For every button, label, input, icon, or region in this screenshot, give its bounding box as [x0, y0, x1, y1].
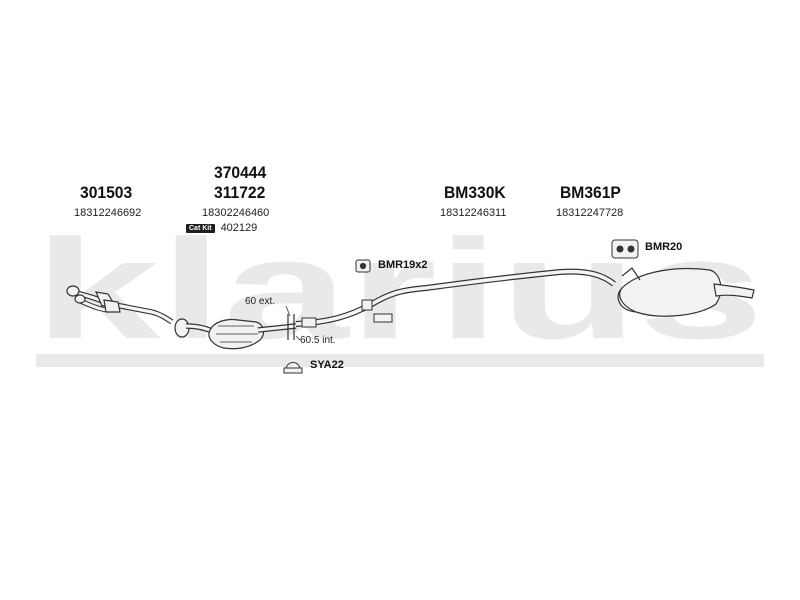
- part-code-370444: 370444: [214, 163, 267, 182]
- rear-silencer-end: [617, 287, 637, 313]
- bmr20-rubber: [611, 239, 639, 259]
- front-pipe-joint-2: [103, 299, 121, 313]
- oem-number-301503: 18312246692: [74, 207, 142, 219]
- part-code-bm330k: BM330K: [444, 183, 506, 202]
- rear-silencer-box: [619, 268, 722, 317]
- part-code-bm361p: BM361P: [560, 183, 621, 202]
- oem-number-bm330k: 18312246311: [440, 207, 507, 219]
- cat-kit-badge: Cat Kit: [186, 223, 215, 233]
- hanger-bracket-1: [361, 299, 373, 311]
- int-leader: [295, 335, 301, 341]
- bmr20-hole-1: [616, 245, 624, 253]
- front-pipe: [66, 285, 174, 325]
- part-code-301503: 301503: [80, 183, 133, 202]
- part-code-311722: 311722: [214, 183, 266, 202]
- note-int: 60.5 int.: [300, 335, 336, 346]
- cat-kit-row: Cat Kit 402129: [186, 222, 257, 234]
- rear-silencer-tail: [713, 283, 755, 299]
- bmr20-hole-2: [627, 245, 635, 253]
- bmr20-icon: [611, 239, 639, 259]
- oem-number-311722: 18302246460: [202, 207, 270, 219]
- oem-number-bm361p: 18312247728: [556, 207, 624, 219]
- watermark-underline: [36, 354, 764, 367]
- rear-hanger: [621, 267, 641, 281]
- sya22-icon: [283, 362, 303, 374]
- catalyst-outlet-inner: [257, 324, 297, 332]
- catalyst-heatshield: [216, 325, 258, 343]
- bmr19-hole: [359, 262, 367, 270]
- rear-silencer: [617, 267, 755, 317]
- hanger-bracket-2: [373, 313, 393, 323]
- centre-pipe-tube-inner: [295, 269, 616, 326]
- bmr19-icon: [355, 259, 371, 273]
- centre-pipe-sleeve: [301, 317, 317, 328]
- catalyst: [174, 305, 301, 350]
- note-ext: 60 ext.: [245, 296, 276, 307]
- fitting-bmr20: BMR20: [645, 241, 683, 253]
- centre-pipe: [295, 268, 616, 328]
- sya22-base: [283, 367, 303, 374]
- ext-leader: [285, 305, 291, 317]
- front-pipe-flange-1: [66, 285, 80, 297]
- front-pipe-tube-inner: [71, 290, 173, 324]
- fitting-bmr19: BMR19x2: [378, 259, 428, 271]
- front-pipe-flange-2: [74, 294, 86, 304]
- fitting-sya22: SYA22: [310, 359, 344, 371]
- cat-kit-number: 402129: [220, 222, 258, 234]
